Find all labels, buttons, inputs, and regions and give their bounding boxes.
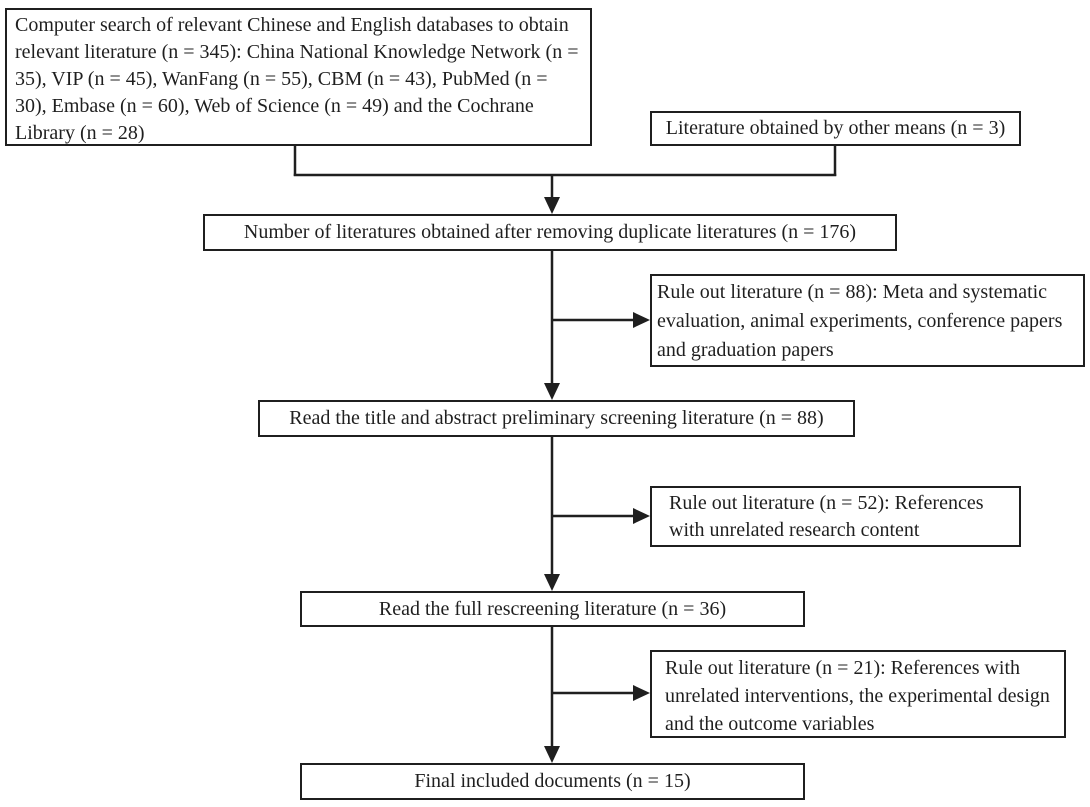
arrow-to-fulltext <box>544 436 560 591</box>
arrow-to-title-abstract <box>544 250 560 400</box>
box-rule-out-content: Rule out literature (n = 52): References… <box>650 486 1021 547</box>
box-after-deduplication: Number of literatures obtained after rem… <box>203 214 897 251</box>
arrow-to-ruleout-2 <box>552 508 650 524</box>
box-title-abstract-screening: Read the title and abstract preliminary … <box>258 400 855 437</box>
arrow-to-ruleout-1 <box>552 312 650 328</box>
box-database-search: Computer search of relevant Chinese and … <box>5 8 592 146</box>
arrow-to-ruleout-3 <box>552 685 650 701</box>
box-rule-out-full-text: Rule out literature (n = 21): References… <box>650 650 1066 738</box>
arrow-to-final <box>544 626 560 763</box>
box-other-means: Literature obtained by other means (n = … <box>650 111 1021 146</box>
box-final-included: Final included documents (n = 15) <box>300 763 805 800</box>
box-rule-out-screening: Rule out literature (n = 88): Meta and s… <box>650 274 1085 367</box>
arrow-to-dedup <box>544 175 560 214</box>
box-full-text-rescreening: Read the full rescreening literature (n … <box>300 591 805 627</box>
